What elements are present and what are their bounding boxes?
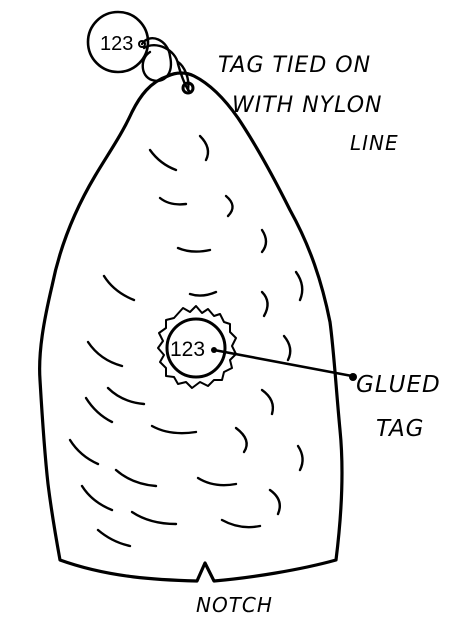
glued-tag-number: 123 (170, 338, 205, 361)
oyster-shell-outline (40, 73, 342, 581)
nylon-line (142, 38, 190, 92)
hanging-tag: 123 (88, 12, 148, 72)
label-glued-tag-line-1: GLUED (356, 372, 441, 398)
label-hanging-tag-line-1: TAG TIED ON (218, 53, 371, 78)
label-notch: NOTCH (196, 593, 273, 617)
label-hanging-tag-line-3: LINE (350, 131, 399, 155)
hanging-tag-number: 123 (100, 33, 133, 55)
label-glued-tag-line-2: TAG (376, 416, 425, 442)
label-hanging-tag-line-2: WITH NYLON (232, 93, 382, 118)
